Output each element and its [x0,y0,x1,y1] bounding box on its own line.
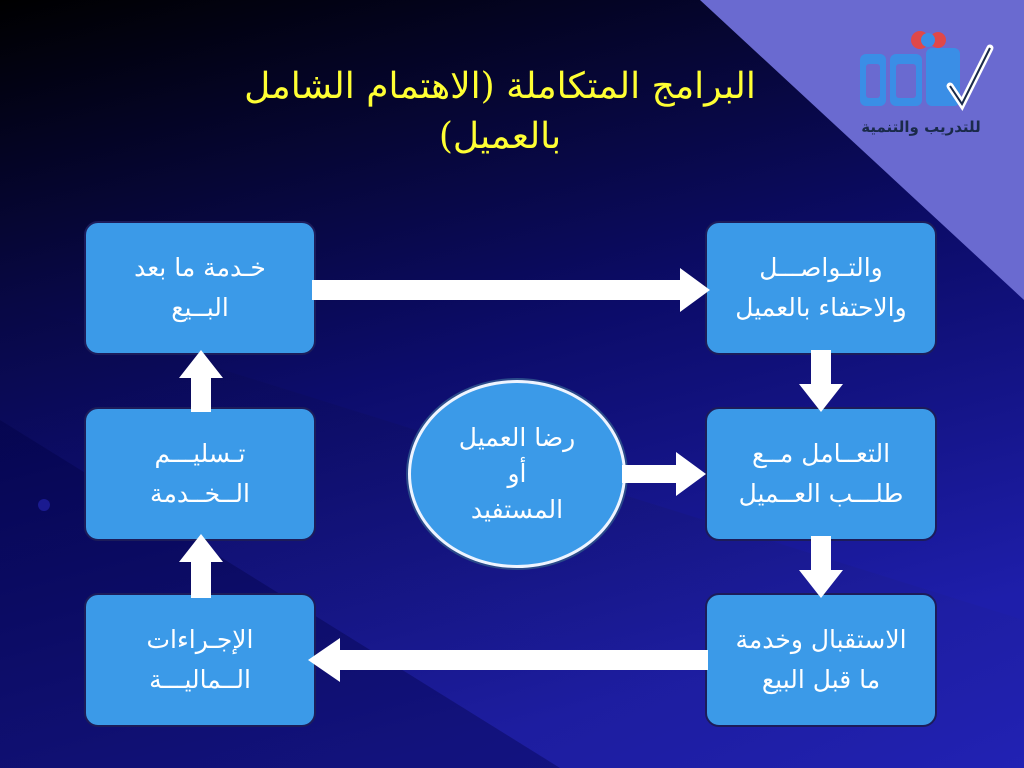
node-text-line: خـدمة ما بعد [134,253,266,282]
node-text-line: الإجـراءات [146,625,254,654]
node-text-line: والاحتفاء بالعميل [735,293,907,322]
node-customer-satisfaction: رضا العميل أو المستفيد [408,380,626,568]
title-line-1: البرامج المتكاملة (الاهتمام الشامل [244,66,756,107]
title-line-2: بالعميل) [438,116,562,157]
node-text-line: أو [507,459,527,488]
node-customer-communication: والتـواصـــل والاحتفاء بالعميل [705,221,937,355]
node-text-line: رضا العميل [458,423,576,452]
node-reception-presales: الاستقبال وخدمة ما قبل البيع [705,593,937,727]
node-text-line: ما قبل البيع [761,665,881,694]
slide-title: البرامج المتكاملة (الاهتمام الشامل بالعم… [150,62,850,162]
node-text-line: طلـــب العــميل [738,479,904,508]
node-text-line: تـسليـــم [154,439,246,468]
node-text-line: المستفيد [470,495,564,524]
node-request-handling: التعــامل مــع طلـــب العــميل [705,407,937,541]
node-service-delivery: تـسليـــم الــخــدمة [84,407,316,541]
node-text-line: الــماليـــة [149,665,251,694]
node-text-line: والتـواصـــل [759,253,883,282]
logo-caption: للتدريب والتنمية [861,118,981,136]
node-text-line: الــخــدمة [150,479,250,508]
node-financial-procedures: الإجـراءات الــماليـــة [84,593,316,727]
node-text-line: الاستقبال وخدمة [735,625,907,654]
node-after-sales-service: خـدمة ما بعد البــيع [84,221,316,355]
node-text-line: البــيع [171,293,229,322]
organization-logo [860,31,994,111]
node-text-line: التعــامل مــع [751,439,891,468]
